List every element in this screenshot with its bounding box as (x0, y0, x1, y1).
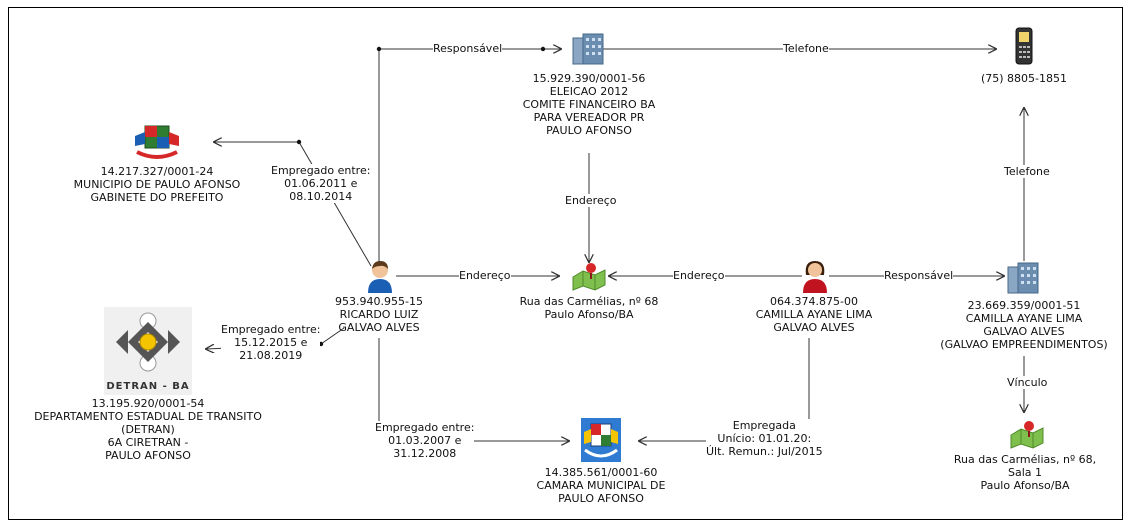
detran-logo-icon (116, 312, 180, 372)
node-label-camara: 14.385.561/0001-60 CAMARA MUNICIPAL DE P… (537, 466, 666, 505)
edge-label-line: Últ. Remun.: Jul/2015 (706, 445, 823, 458)
edge-label-line: 08.10.2014 (289, 190, 353, 203)
node-label-line: Rua das Carmélias, nº 68 (519, 295, 659, 308)
map-pin-icon (1010, 421, 1044, 449)
female-person-icon (803, 261, 827, 293)
map-pin-icon (572, 263, 606, 291)
edge-label-responsavel-right: Responsável (884, 269, 954, 282)
edge-label-line: 21.08.2019 (239, 349, 303, 362)
node-label-ricardo: 953.940.955-15 RICARDO LUIZ GALVAO ALVES (335, 295, 423, 334)
node-label-line: PAULO AFONSO (558, 492, 644, 505)
link-diagram: Responsável Telefone Empregado entre: 01… (8, 7, 1123, 520)
node-label-line: 064.374.875-00 (770, 295, 858, 308)
office-building-icon (572, 33, 604, 65)
edge-label-telefone: Telefone (783, 42, 829, 55)
node-label-line: PAULO AFONSO (105, 449, 191, 462)
node-label-line: CAMARA MUNICIPAL DE (536, 479, 666, 492)
edge-label-line: Empregado entre: (221, 323, 321, 336)
node-detran[interactable]: DETRAN - BA (104, 307, 192, 395)
node-label-line: GALVAO ALVES (773, 321, 855, 334)
cell-phone-icon (1015, 27, 1033, 65)
node-label-line: (DETRAN) (121, 423, 175, 436)
edge-label-responsavel: Responsável (433, 42, 503, 55)
node-label-line: ELEICAO 2012 (549, 85, 629, 98)
edge-label-line: 01.03.2007 e (388, 434, 462, 447)
municipal-coat-of-arms-icon (135, 125, 179, 159)
node-label-line: PARA VEREADOR PR (533, 111, 645, 124)
node-label-line: PAULO AFONSO (546, 124, 632, 137)
edge-label-line: Empregado entre: (375, 421, 475, 434)
node-label-line: GALVAO ALVES (983, 325, 1065, 338)
node-label-line: 13.195.920/0001-54 (91, 397, 205, 410)
office-building-icon (1007, 262, 1039, 294)
node-label-line: 23.669.359/0001-51 (967, 299, 1081, 312)
edge-label-empregado-detran: Empregado entre: 15.12.2015 e 21.08.2019 (221, 323, 321, 362)
edge-label-line: Empregado entre: (271, 164, 371, 177)
edge-label-line: 01.06.2011 e (284, 177, 358, 190)
node-label-line: DEPARTAMENTO ESTADUAL DE TRANSITO (34, 410, 262, 423)
node-label-prefeitura: 14.217.327/0001-24 MUNICIPIO DE PAULO AF… (74, 165, 241, 204)
node-label-address-sala: Rua das Carmélias, nº 68, Sala 1 Paulo A… (954, 453, 1096, 492)
edge-label-line: Unício: 01.01.20: (717, 432, 812, 445)
edge-ricardo-prefeitura (214, 142, 372, 267)
node-label-line: RICARDO LUIZ (339, 308, 419, 321)
node-label-line: (GALVAO EMPREENDIMENTOS) (940, 338, 1108, 351)
node-label-line: Paulo Afonso/BA (980, 479, 1070, 492)
node-label-line: 953.940.955-15 (335, 295, 423, 308)
node-label-line: 14.217.327/0001-24 (100, 165, 214, 178)
node-label-line: CAMILLA AYANE LIMA (755, 308, 873, 321)
node-label-address-main: Rua das Carmélias, nº 68 Paulo Afonso/BA (520, 295, 659, 321)
node-label-line: (75) 8805-1851 (980, 72, 1068, 85)
edge-label-empregado-camara: Empregado entre: 01.03.2007 e 31.12.2008 (375, 421, 475, 460)
edge-label-endereco-vertical: Endereço (565, 194, 617, 207)
edge-label-telefone-right: Telefone (1004, 165, 1050, 178)
node-label-line: Paulo Afonso/BA (544, 308, 634, 321)
edge-label-vinculo: Vínculo (1007, 376, 1048, 389)
node-label-detran: 13.195.920/0001-54 DEPARTAMENTO ESTADUAL… (34, 397, 262, 462)
node-label-comite-financeiro: 15.929.390/0001-56 ELEICAO 2012 COMITE F… (523, 72, 656, 137)
edge-label-line: 31.12.2008 (393, 447, 457, 460)
edge-label-line: Empregada (732, 419, 796, 432)
node-label-line: GABINETE DO PREFEITO (90, 191, 224, 204)
node-label-line: CAMILLA AYANE LIMA (965, 312, 1083, 325)
edge-label-line: 15.12.2015 e (234, 336, 308, 349)
detran-logo-text: DETRAN - BA (106, 381, 190, 392)
edge-label-empregado-prefeitura: Empregado entre: 01.06.2011 e 08.10.2014 (271, 164, 371, 203)
node-label-line: 6A CIRETRAN - (107, 436, 189, 449)
male-person-icon (368, 261, 392, 293)
edge-label-endereco-camilla: Endereço (673, 269, 725, 282)
node-label-line: Rua das Carmélias, nº 68, (953, 453, 1097, 466)
node-label-camilla: 064.374.875-00 CAMILLA AYANE LIMA GALVAO… (756, 295, 873, 334)
node-label-line: 15.929.390/0001-56 (532, 72, 646, 85)
node-label-galvao-empreendimentos: 23.669.359/0001-51 CAMILLA AYANE LIMA GA… (940, 299, 1107, 351)
node-label-line: 14.385.561/0001-60 (544, 466, 658, 479)
node-label-line: Sala 1 (1007, 466, 1043, 479)
node-label-line: GALVAO ALVES (338, 321, 420, 334)
edge-label-empregada-camilla: Empregada Unício: 01.01.20: Últ. Remun.:… (706, 419, 823, 458)
edge-label-endereco-ricardo: Endereço (459, 269, 511, 282)
node-label-line: MUNICIPIO DE PAULO AFONSO (73, 178, 241, 191)
node-label-line: COMITE FINANCEIRO BA (522, 98, 656, 111)
municipal-coat-of-arms-icon (581, 418, 621, 462)
node-label-phone: (75) 8805-1851 (981, 72, 1067, 85)
